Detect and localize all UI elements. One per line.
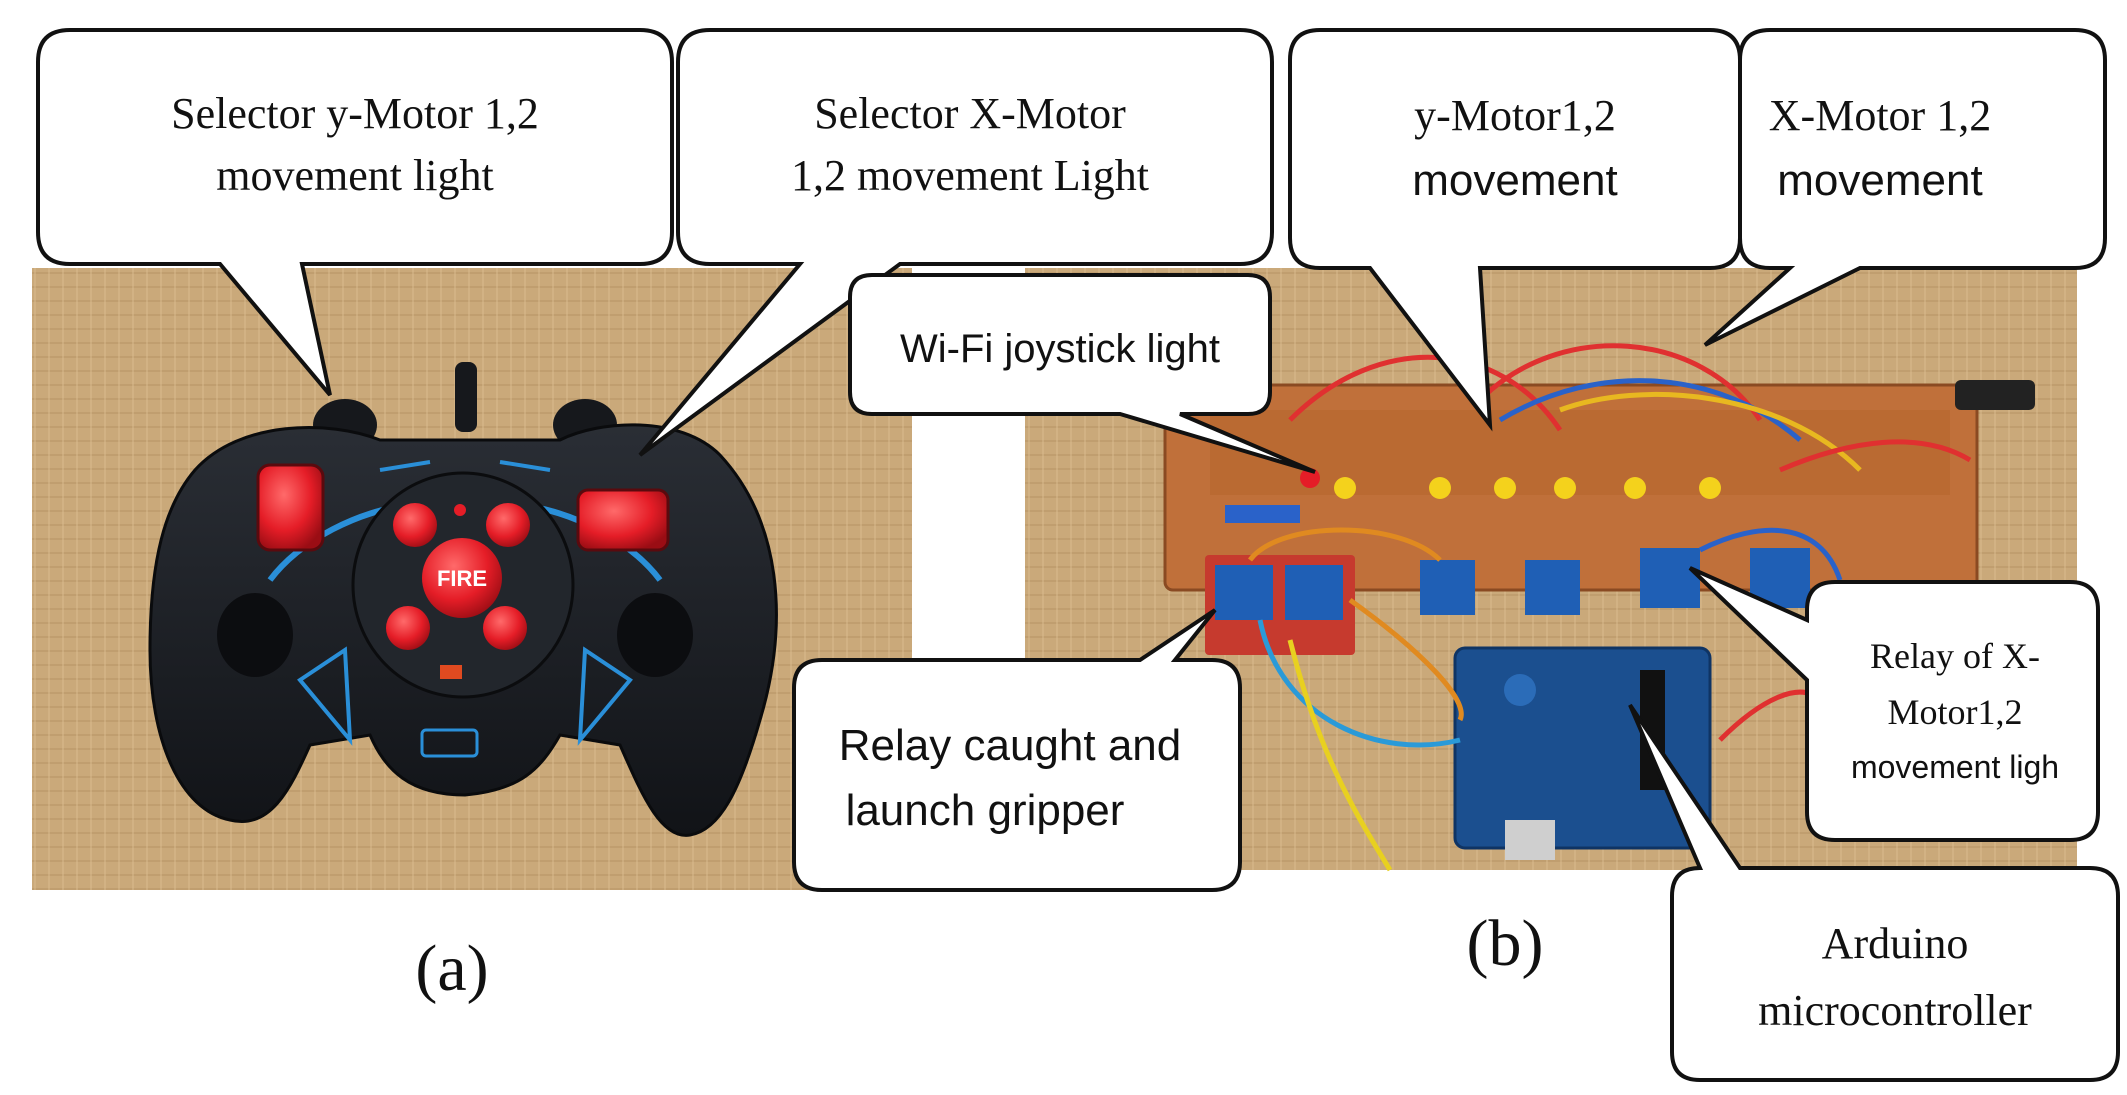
header-module <box>1225 505 1300 523</box>
relay <box>1640 548 1700 608</box>
relay-modules <box>1205 505 1810 655</box>
callout-line-2: movement <box>1412 156 1617 205</box>
callout-line-1: Selector X-Motor <box>814 89 1126 138</box>
grip-hole-right <box>617 593 693 677</box>
power-switch <box>440 665 462 679</box>
callout-x-motor: X-Motor 1,2 movement <box>1703 28 2107 347</box>
callout-line-2: movement <box>1777 156 1982 205</box>
callout-bubble <box>36 28 674 397</box>
relay <box>1285 565 1343 620</box>
red-button-4 <box>483 606 527 650</box>
led <box>1624 477 1646 499</box>
wire <box>1348 597 1464 722</box>
callout-selector-x: Selector X-Motor 1,2 movement Light <box>638 28 1274 457</box>
wire <box>1248 527 1442 562</box>
led <box>1494 477 1516 499</box>
relay <box>1215 565 1273 620</box>
led <box>1429 477 1451 499</box>
callout-bubble <box>1703 28 2107 347</box>
red-button-2 <box>486 503 530 547</box>
callout-wifi: Wi-Fi joystick light <box>848 273 1316 474</box>
callout-y-motor: y-Motor1,2 movement <box>1288 28 1742 432</box>
indicator-led <box>454 504 466 516</box>
callout-line-1: Relay caught and <box>839 721 1181 770</box>
callout-line-1: Selector y-Motor 1,2 <box>171 89 539 138</box>
callout-arduino: Arduino microcontroller <box>1628 703 2120 1082</box>
callout-bubble <box>792 608 1242 892</box>
callout-line-2: launch gripper <box>846 786 1125 835</box>
wifi-led <box>1300 468 1320 488</box>
selector-switch-y <box>256 463 325 552</box>
callout-line-3: movement ligh <box>1851 749 2059 785</box>
wire <box>1779 439 1972 473</box>
arduino-pcb <box>1453 646 1712 850</box>
selector-switch-x <box>576 488 670 552</box>
wire <box>1698 527 1843 581</box>
callout-bubble <box>1288 28 1742 432</box>
panel-label-b: (b) <box>1467 907 1544 980</box>
red-button-1 <box>393 503 437 547</box>
callout-bubble <box>1628 703 2120 1082</box>
led <box>1334 477 1356 499</box>
led-row <box>1300 468 1721 499</box>
callout-relay-gripper: Relay caught and launch gripper <box>792 608 1242 892</box>
callout-selector-y: Selector y-Motor 1,2 movement light <box>36 28 674 397</box>
callout-line-2: movement light <box>216 151 493 200</box>
battery-indicator <box>420 728 479 758</box>
wire <box>1478 343 1763 422</box>
relay <box>1525 560 1580 615</box>
callout-line-2: microcontroller <box>1758 986 2032 1035</box>
relay <box>1420 560 1475 615</box>
callout-line-2: Motor1,2 <box>1888 692 2023 732</box>
blue-triangle-left <box>297 646 353 746</box>
blue-triangle-right <box>577 646 633 746</box>
connector <box>1955 380 2035 410</box>
grip-hole-left <box>217 593 293 677</box>
fire-button <box>422 538 502 618</box>
wire <box>1498 378 1802 442</box>
red-button-3 <box>386 606 430 650</box>
callout-line-1: Arduino <box>1822 919 1969 968</box>
arduino-logo <box>1504 674 1536 706</box>
callout-line-1: y-Motor1,2 <box>1414 91 1616 140</box>
callout-relay-x: Relay of X- Motor1,2 movement ligh <box>1688 566 2100 842</box>
antenna <box>455 362 477 432</box>
wire <box>1287 639 1393 872</box>
callout-bubble <box>638 28 1274 457</box>
led <box>1699 477 1721 499</box>
fire-button-label: FIRE <box>437 566 487 591</box>
callout-line-1: Relay of X- <box>1870 636 2040 676</box>
wire <box>1257 619 1461 748</box>
photo-a-remote-controller: FIRE <box>32 268 912 890</box>
callout-line-2: 1,2 movement Light <box>791 151 1149 200</box>
callout-bubble <box>848 273 1316 474</box>
callout-line-1: Wi-Fi joystick light <box>900 327 1220 371</box>
led <box>1554 477 1576 499</box>
blue-accent-top <box>379 460 551 472</box>
callout-bubble <box>1688 566 2100 842</box>
wire <box>1559 391 1862 472</box>
joystick-controller: FIRE <box>148 362 778 837</box>
arduino-board <box>1453 646 1712 860</box>
panel-label-a: (a) <box>415 932 488 1005</box>
usb-port <box>1505 820 1555 860</box>
callout-line-1: X-Motor 1,2 <box>1769 91 1991 140</box>
